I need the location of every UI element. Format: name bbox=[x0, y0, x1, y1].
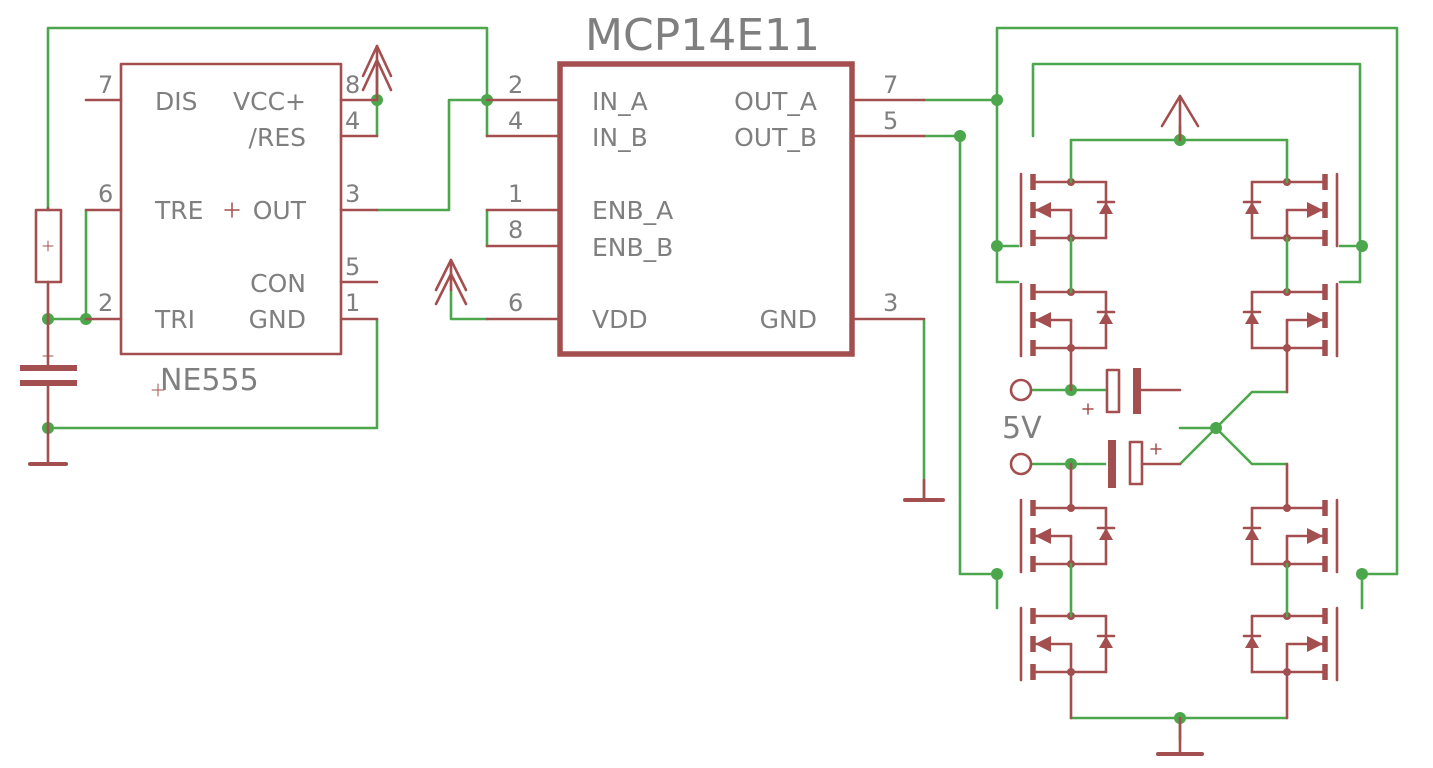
mcp-pin-num-4: 4 bbox=[508, 107, 523, 135]
fet-top-right-high bbox=[1244, 174, 1337, 246]
fet-top-right-low bbox=[1244, 284, 1337, 356]
ne555-part-name: NE555 bbox=[160, 363, 259, 398]
ne555-pin-vcc: VCC+ bbox=[233, 87, 306, 116]
fet-bottom-right-low bbox=[1244, 608, 1337, 680]
timing-capacitor bbox=[20, 317, 77, 430]
supply-terminal-bottom bbox=[1009, 452, 1033, 476]
mcp-pin-enb-a: ENB_A bbox=[592, 196, 673, 225]
mcp-pin-gnd: GND bbox=[760, 305, 817, 334]
mcp-pin-out-b: OUT_B bbox=[734, 123, 817, 152]
ground-mcp-icon bbox=[903, 478, 945, 502]
ne555-pin-out: OUT bbox=[253, 196, 307, 225]
ne555-pin-num-8: 8 bbox=[345, 71, 360, 99]
ground-left-icon bbox=[28, 426, 68, 466]
fet-top-left-high bbox=[1021, 174, 1114, 246]
ne555-pin-num-3: 3 bbox=[345, 180, 360, 208]
ne555-pin-num-5: 5 bbox=[345, 253, 360, 281]
ne555-pin-num-7: 7 bbox=[98, 71, 113, 99]
timing-resistor bbox=[34, 206, 63, 321]
bridge-supply-arrow-icon bbox=[1160, 94, 1200, 142]
fet-bottom-right-high bbox=[1244, 500, 1337, 572]
ne555-pin-num-2: 2 bbox=[98, 289, 113, 317]
supply-terminal-top bbox=[1009, 378, 1033, 402]
junctions bbox=[42, 94, 1368, 724]
vdd-supply-arrow-icon bbox=[434, 258, 468, 306]
ne555-pin-num-4: 4 bbox=[345, 107, 360, 135]
ne555-pin-num-1: 1 bbox=[345, 289, 360, 317]
mcp14e11-chip: MCP14E11 2 4 1 8 6 IN_A IN_B ENB_A ENB_B… bbox=[485, 10, 926, 357]
ne555-pin-tri: TRI bbox=[154, 305, 195, 334]
mcp-pin-num-1: 1 bbox=[508, 180, 523, 208]
ne555-pin-num-6: 6 bbox=[98, 180, 113, 208]
mcp-pin-in-a: IN_A bbox=[592, 87, 648, 116]
mcp-pin-num-6: 6 bbox=[508, 289, 523, 317]
mcp14e11-part-name: MCP14E11 bbox=[585, 10, 820, 61]
fet-bottom-left-low bbox=[1021, 608, 1114, 680]
ne555-pin-dis: DIS bbox=[155, 87, 198, 116]
ne555-supply-arrow-icon bbox=[361, 44, 393, 102]
mcp-pin-enb-b: ENB_B bbox=[592, 233, 673, 262]
mcp-pin-in-b: IN_B bbox=[592, 123, 648, 152]
mcp-pin-num-5: 5 bbox=[883, 107, 898, 135]
ne555-pin-con: CON bbox=[250, 269, 306, 298]
output-capacitors bbox=[1082, 368, 1182, 488]
fet-top-left-low bbox=[1021, 284, 1114, 356]
ne555-chip: 7 6 2 DIS TRE TRI 8 4 3 5 1 VCC+ /RES OU… bbox=[84, 62, 379, 398]
supply-5v-label: 5V bbox=[1002, 411, 1042, 446]
mcp-pin-num-8: 8 bbox=[508, 216, 523, 244]
ne555-pin-res: /RES bbox=[249, 123, 306, 152]
bridge-fets bbox=[1021, 138, 1337, 720]
fet-bottom-left-high bbox=[1021, 500, 1114, 572]
mcp-pin-num-2: 2 bbox=[508, 71, 523, 99]
ne555-pin-gnd: GND bbox=[249, 305, 306, 334]
mcp-pin-num-7: 7 bbox=[883, 71, 898, 99]
mcp-pin-out-a: OUT_A bbox=[734, 87, 817, 116]
ground-bridge-icon bbox=[1156, 716, 1204, 756]
mcp-pin-vdd: VDD bbox=[592, 305, 648, 334]
ne555-pin-tre: TRE bbox=[154, 196, 203, 225]
mcp-pin-num-3: 3 bbox=[883, 289, 898, 317]
